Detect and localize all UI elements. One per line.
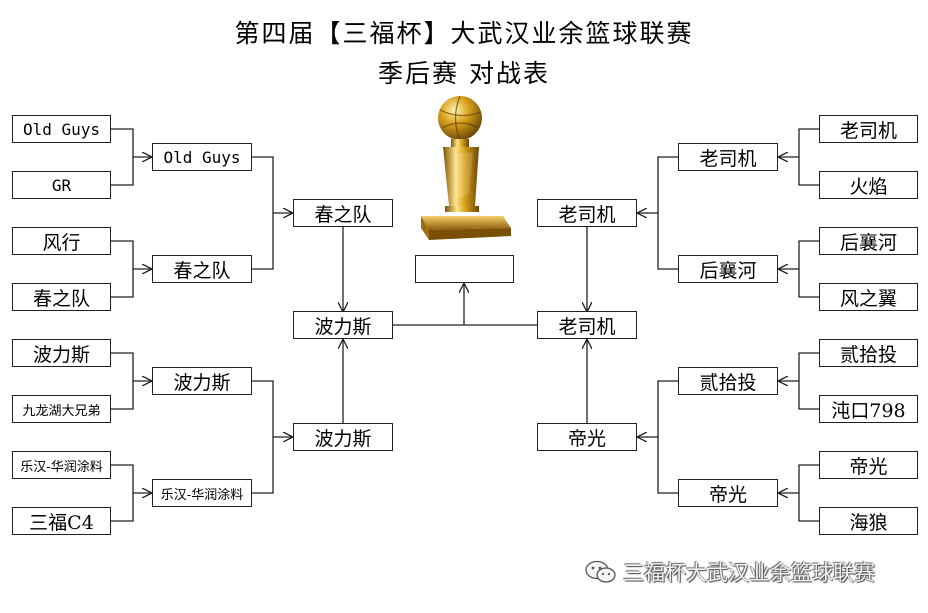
watermark-text: 三福杯大武汉业余篮球联赛 bbox=[623, 561, 875, 585]
connector-r1-4 bbox=[798, 464, 819, 522]
bracket-subtitle: 季后赛 对战表 bbox=[378, 59, 550, 88]
team-box-right-r2-3: 贰拾投 bbox=[678, 367, 778, 395]
team-box-right-r1-2: 火焰 bbox=[819, 171, 918, 199]
team-box-left-semi: 波力斯 bbox=[293, 311, 393, 339]
team-box-left-r2-3: 波力斯 bbox=[152, 367, 252, 395]
team-box-left-r2-1: Old Guys bbox=[152, 143, 252, 171]
team-box-right-r3-2: 帝光 bbox=[537, 423, 637, 451]
team-box-left-r3-2: 波力斯 bbox=[293, 423, 393, 451]
team-box-right-r1-1: 老司机 bbox=[819, 115, 918, 143]
team-box-right-r2-1: 老司机 bbox=[678, 143, 778, 171]
team-box-left-r1-4: 春之队 bbox=[12, 283, 111, 311]
connector-r1-1 bbox=[798, 128, 819, 186]
team-box-left-r1-2: GR bbox=[12, 171, 111, 199]
team-box-left-r1-8: 三福C4 bbox=[12, 507, 111, 535]
team-box-right-r1-8: 海狼 bbox=[819, 507, 918, 535]
team-box-left-r1-7: 乐汉-华润涂料 bbox=[12, 451, 111, 479]
connector-r2-1 bbox=[657, 156, 678, 270]
wechat-icon bbox=[585, 560, 616, 583]
team-box-left-r3-1: 春之队 bbox=[293, 199, 393, 227]
team-box-right-r1-4: 风之翼 bbox=[819, 283, 918, 311]
team-box-left-r1-5: 波力斯 bbox=[12, 339, 111, 367]
connector-r1-2 bbox=[798, 240, 819, 298]
connector-r1-3 bbox=[798, 352, 819, 410]
team-box-left-r1-3: 风行 bbox=[12, 227, 111, 255]
team-box-left-r1-6: 九龙湖大兄弟 bbox=[12, 395, 111, 423]
connector-l1-2 bbox=[111, 240, 134, 298]
team-box-left-r2-2: 春之队 bbox=[152, 255, 252, 283]
trophy-icon bbox=[421, 95, 511, 240]
connector-r2-2 bbox=[657, 380, 678, 494]
team-box-left-r2-4: 乐汉-华润涂料 bbox=[152, 479, 252, 507]
team-box-left-r1-1: Old Guys bbox=[12, 115, 111, 143]
connector-l1-4 bbox=[111, 464, 134, 522]
team-box-right-r1-6: 沌口798 bbox=[819, 395, 918, 423]
connector-l1-1 bbox=[111, 128, 134, 186]
team-box-right-r1-7: 帝光 bbox=[819, 451, 918, 479]
connector-l1-3 bbox=[111, 352, 134, 410]
team-box-right-r1-3: 后襄河 bbox=[819, 227, 918, 255]
team-box-right-r2-2: 后襄河 bbox=[678, 255, 778, 283]
champion-box bbox=[415, 255, 514, 283]
connector-l2-2 bbox=[252, 380, 274, 494]
bracket-title: 第四届【三福杯】大武汉业余篮球联赛 bbox=[234, 19, 694, 48]
connector-l2-1 bbox=[252, 156, 274, 270]
watermark: 三福杯大武汉业余篮球联赛 bbox=[583, 557, 875, 587]
team-box-right-semi: 老司机 bbox=[537, 311, 637, 339]
team-box-right-r1-5: 贰拾投 bbox=[819, 339, 918, 367]
team-box-right-r3-1: 老司机 bbox=[537, 199, 637, 227]
team-box-right-r2-4: 帝光 bbox=[678, 479, 778, 507]
